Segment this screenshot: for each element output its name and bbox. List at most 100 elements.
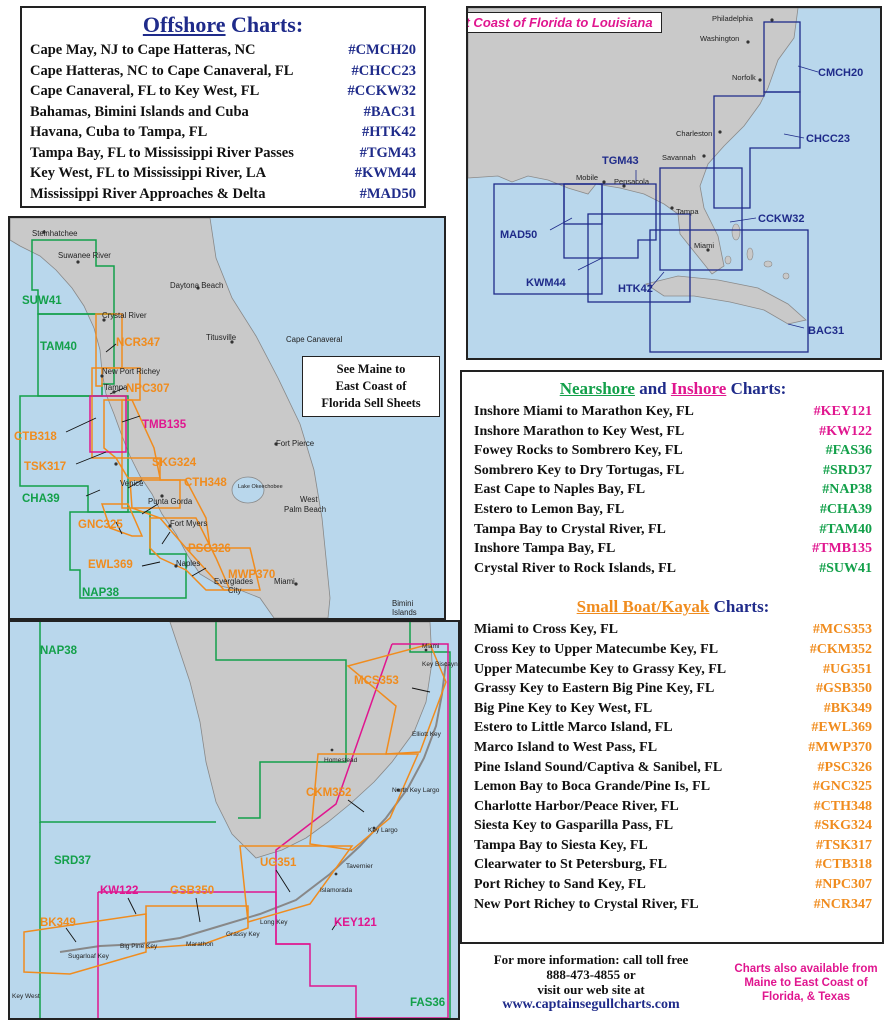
offshore-chart-label: Key West, FL to Mississippi River, LA — [30, 165, 267, 181]
nearshore-chart-code: #KW122 — [819, 423, 872, 439]
east-place-label: Miami — [694, 241, 714, 250]
nearshore-list: Inshore Miami to Marathon Key, FL#KEY121… — [474, 402, 872, 578]
inshore-title-word: Inshore — [670, 379, 727, 398]
nearshore-title-word: Nearshore — [559, 379, 635, 398]
nearshore-chart-code: #TAM40 — [819, 521, 872, 537]
florida-place-label: Miami — [274, 577, 295, 586]
nearshore-chart-label: East Cape to Naples Bay, FL — [474, 482, 646, 498]
florida-place-label: Steinhatchee — [32, 229, 78, 238]
smallboat-chart-code: #GSB350 — [815, 681, 872, 697]
offshore-chart-row: Cape Canaveral, FL to Key West, FL #CCKW3… — [30, 81, 416, 102]
nearshore-chart-row: Tampa Bay to Crystal River, FL #TAM40 — [474, 520, 872, 540]
nearshore-chart-code: #FAS36 — [825, 443, 872, 459]
offshore-list: Cape May, NJ to Cape Hatteras, NC#CMCH20… — [30, 40, 416, 204]
sell-sheet-callout: See Maine to East Coast of Florida Sell … — [302, 356, 440, 417]
smallboat-chart-row: New Port Richey to Crystal River, FL#NCR… — [474, 895, 872, 915]
east-chart-label: KWM44 — [526, 277, 567, 289]
keys-place-label: Key Biscayne — [422, 661, 458, 668]
smallboat-chart-code: #NPC307 — [815, 877, 872, 893]
keys-chart-label: NAP38 — [40, 645, 78, 657]
smallboat-chart-code: #UG351 — [823, 661, 872, 677]
florida-map-svg: Steinhatchee Suwanee River Daytona Beach… — [10, 218, 444, 618]
keys-map-svg: Miami Key Biscayne Elliott Key Homestead… — [10, 622, 458, 1018]
east-chart-label: CHCC23 — [806, 133, 850, 145]
contact-line: For more information: call toll free — [493, 952, 689, 967]
smallboat-chart-row: Charlotte Harbor/Peace River, FL#CTH348 — [474, 797, 872, 817]
offshore-chart-code: #MAD50 — [359, 185, 416, 202]
keys-place-label: Sugarloaf Key — [68, 953, 110, 960]
nearshore-chart-label: Estero to Lemon Bay, FL — [474, 501, 625, 517]
keys-place-label: Homestead — [324, 757, 358, 764]
keys-place-label: Key West — [12, 993, 40, 1000]
nearshore-chart-row: Inshore Miami to Marathon Key, FL#KEY121 — [474, 402, 872, 422]
florida-place-label: Daytona Beach — [170, 281, 223, 290]
contact-info: For more information: call toll free 888… — [460, 952, 722, 1012]
east-place-label: Pensacola — [614, 177, 650, 186]
nearshore-chart-row: Fowey Rocks to Sombrero Key, FL #FAS36 — [474, 441, 872, 461]
offshore-chart-code: #CCKW32 — [347, 83, 416, 99]
nearshore-chart-label: Sombrero Key to Dry Tortugas, FL — [474, 462, 685, 478]
florida-place-label: Punta Gorda — [148, 497, 193, 506]
offshore-chart-code: #BAC31 — [363, 103, 416, 120]
nearshore-chart-row: East Cape to Naples Bay, FL#NAP38 — [474, 480, 872, 500]
smallboat-chart-code: #MCS353 — [812, 622, 872, 638]
offshore-chart-label: Bahamas, Bimini Islands and Cuba — [30, 103, 249, 120]
nearshore-smallboat-panel: Nearshore and Inshore Charts: Inshore Mi… — [460, 370, 884, 944]
florida-chart-label: GNC325 — [78, 519, 123, 531]
florida-chart-label: SUW41 — [22, 295, 62, 307]
east-place-label: Mobile — [576, 173, 598, 182]
website-link[interactable]: www.captainsegullcharts.com — [502, 997, 680, 1012]
smallboat-chart-label: Upper Matecumbe Key to Grassy Key, FL — [474, 661, 727, 677]
offshore-chart-label: Cape Canaveral, FL to Key West, FL — [30, 83, 260, 99]
offshore-chart-code: #KWM44 — [354, 165, 416, 181]
smallboat-chart-row: Grassy Key to Eastern Big Pine Key, FL#G… — [474, 679, 872, 699]
nearshore-chart-row: Crystal River to Rock Islands, FL#SUW41 — [474, 559, 872, 579]
smallboat-chart-code: #CKM352 — [809, 641, 872, 657]
smallboat-title-word: Small Boat/Kayak — [576, 597, 710, 617]
offshore-chart-row: Bahamas, Bimini Islands and Cuba #BAC31 — [30, 102, 416, 123]
nearshore-chart-label: Fowey Rocks to Sombrero Key, FL — [474, 443, 683, 459]
florida-chart-label: NPC307 — [126, 383, 169, 395]
florida-place-label: Crystal River — [102, 311, 147, 320]
smallboat-chart-code: #CTH348 — [813, 798, 872, 814]
florida-place-label: Suwanee River — [58, 251, 111, 260]
east-coast-map: Philadelphia Washington Norfolk Charlest… — [466, 6, 882, 360]
keys-chart-label: FAS36 — [410, 997, 445, 1009]
offshore-chart-label: Tampa Bay, FL to Mississippi River Passe… — [30, 144, 294, 161]
nearshore-chart-label: Tampa Bay to Crystal River, FL — [474, 521, 666, 537]
smallboat-chart-row: Cross Key to Upper Matecumbe Key, FL#CKM… — [474, 640, 872, 660]
east-place-label: Washington — [700, 34, 739, 43]
nearshore-chart-code: #KEY121 — [813, 404, 872, 419]
callout-line: East Coast of — [335, 379, 407, 393]
smallboat-chart-code: #MWP370 — [808, 739, 872, 755]
nearshore-chart-row: Estero to Lemon Bay, FL #CHA39 — [474, 500, 872, 520]
florida-place-label: West — [300, 495, 318, 504]
nearshore-chart-row: Inshore Tampa Bay, FL#TMB135 — [474, 539, 872, 559]
smallboat-title: Small Boat/Kayak Charts: — [474, 596, 872, 618]
keys-place-label: Marathon — [186, 941, 214, 948]
smallboat-chart-row: Clearwater to St Petersburg, FL#CTB318 — [474, 855, 872, 875]
east-chart-label: TGM43 — [602, 155, 639, 167]
east-chart-label: CCKW32 — [758, 213, 804, 225]
offshore-chart-code: #HTK42 — [362, 124, 416, 140]
florida-chart-label: CHA39 — [22, 493, 60, 505]
offshore-chart-label: Havana, Cuba to Tampa, FL — [30, 124, 208, 140]
keys-place-label: Grassy Key — [226, 931, 260, 938]
florida-place-label: Lake Okeechobee — [238, 484, 283, 490]
offshore-chart-code: #CMCH20 — [348, 42, 416, 58]
callout-line: Florida Sell Sheets — [321, 396, 421, 410]
smallboat-chart-code: #CTB318 — [815, 857, 872, 873]
florida-place-label: Islands — [392, 608, 417, 617]
east-place-label: Philadelphia — [712, 14, 754, 23]
nearshore-chart-code: #CHA39 — [819, 501, 872, 517]
nearshore-chart-row: Inshore Marathon to Key West, FL#KW122 — [474, 422, 872, 442]
offshore-chart-code: #CHCC23 — [351, 62, 416, 79]
smallboat-chart-row: Tampa Bay to Siesta Key, FL#TSK317 — [474, 836, 872, 856]
availability-note: Charts also available from Maine to East… — [726, 962, 886, 1004]
smallboat-chart-code: #GNC325 — [812, 779, 872, 795]
smallboat-chart-row: Estero to Little Marco Island, FL#EWL369 — [474, 718, 872, 738]
florida-place-label: Tampa — [104, 383, 128, 392]
smallboat-chart-row: Pine Island Sound/Captiva & Sanibel, FL#… — [474, 758, 872, 778]
note-line: Florida, & Texas — [762, 991, 850, 1003]
offshore-chart-row: Mississippi River Approaches & Delta#MAD… — [30, 184, 416, 205]
